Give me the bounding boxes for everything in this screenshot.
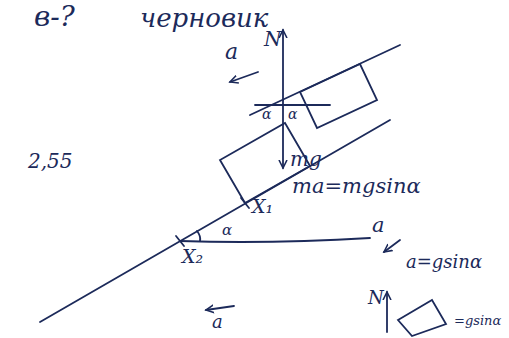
normal-force-arrow [282, 30, 284, 100]
handwritten-label: a [372, 214, 385, 237]
handwritten-label: N [368, 288, 384, 308]
handwritten-label: X₁ [252, 196, 273, 217]
handwritten-label: X₂ [182, 246, 203, 267]
acceleration-arrow [230, 72, 258, 82]
handwritten-label: mg [290, 148, 322, 170]
handwritten-label: α [262, 107, 271, 122]
angle-arc [197, 231, 200, 241]
handwritten-label: в-? [34, 2, 75, 33]
block [300, 64, 377, 128]
handwritten-label: =gsinα [454, 314, 501, 328]
handwritten-label: a [212, 312, 223, 332]
handwritten-label: α [288, 107, 297, 122]
block [398, 300, 446, 336]
handwritten-label: a [225, 40, 238, 64]
acceleration-arrow [206, 306, 234, 310]
acceleration-arrow [384, 240, 400, 252]
tick-mark [241, 198, 249, 208]
handwritten-label: a=gsinα [406, 252, 482, 272]
handwritten-label: α [222, 222, 232, 239]
gravity-arrow [282, 100, 284, 168]
handwritten-label: черновик [140, 4, 268, 33]
tick-mark [176, 236, 184, 246]
handwritten-label: ma=mgsinα [292, 175, 421, 198]
handwritten-label: N [264, 28, 282, 50]
normal-force-arrow [386, 292, 388, 332]
horizontal-line [255, 104, 330, 106]
handwritten-label: 2,55 [28, 150, 73, 172]
incline-line [40, 120, 390, 322]
horizontal-line [180, 238, 370, 242]
